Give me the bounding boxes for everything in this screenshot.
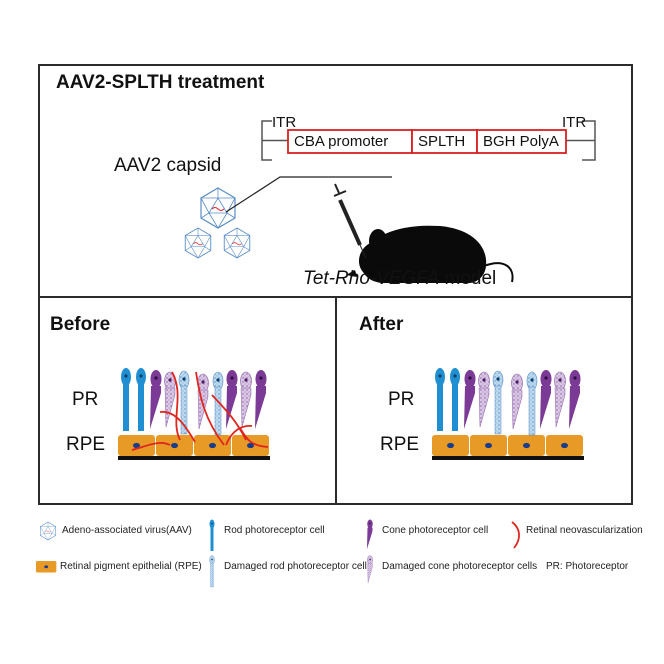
legend-rod-icon [209,519,215,551]
model-suffix: model [439,268,497,289]
before-rpe-label: RPE [66,434,106,455]
after-pr-label: PR [388,389,415,410]
after-panel [335,296,633,505]
legend-damaged-rod: Damaged rod photoreceptor cell [224,561,367,572]
before-pr-label: PR [72,389,99,410]
model-label: Tet-Rho-VEGFA model [303,268,496,290]
legend-aav-icon [40,521,56,541]
legend-rod: Rod photoreceptor cell [224,525,325,536]
retinal-neovascularization [131,371,269,451]
cassette-cba: CBA promoter [294,133,389,150]
legend-pr: PR: Photoreceptor [546,561,629,572]
model-name: Tet-Rho-VEGFA [303,268,440,289]
itr-left-label: ITR [272,114,297,131]
legend-neo-icon [511,521,520,549]
legend-aav: Adeno-associated virus(AAV) [62,525,192,536]
after-photoreceptors [435,368,581,436]
before-photoreceptors [121,368,267,436]
legend-damaged-rod-icon [209,555,215,588]
bgh-polya-box [476,129,567,154]
cassette-bgh: BGH PolyA [483,133,559,150]
legend-damaged-cone: Damaged cone photoreceptor cells [382,561,538,572]
before-title: Before [50,314,111,335]
aav-capsid-icon [200,187,236,229]
itr-right-label: ITR [562,114,587,131]
aav-capsid-icon [184,227,212,259]
aav-capsid-icon [223,227,251,259]
legend-rpe: Retinal pigment epithelial (RPE) [60,561,202,572]
after-rpe-layer [432,435,584,460]
capsid-label: AAV2 capsid [114,155,222,176]
legend-rpe-icon [36,561,57,573]
legend-cone: Cone photoreceptor cell [382,525,489,536]
mouse-icon [346,225,514,283]
legend-damaged-cone-icon [367,555,373,584]
after-rpe-label: RPE [380,434,420,455]
treatment-title: AAV2-SPLTH treatment [56,72,265,93]
after-title: After [359,314,404,335]
legend-neo: Retinal neovascularization [526,525,643,536]
cassette-splth: SPLTH [418,133,466,150]
before-rpe-layer [118,435,270,460]
syringe-icon [333,183,367,259]
legend-cone-icon [367,519,373,549]
